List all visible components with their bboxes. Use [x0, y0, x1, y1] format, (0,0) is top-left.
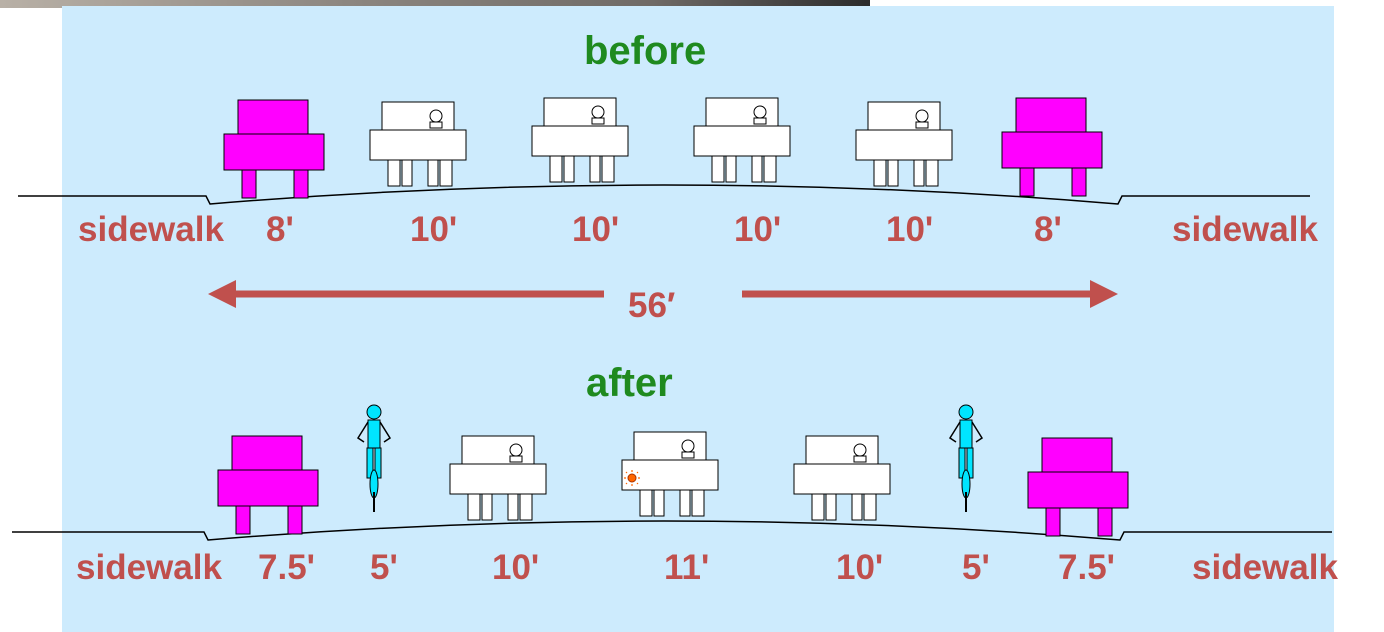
arrow-right-icon [742, 280, 1118, 308]
before-lane-width-label: 10' [572, 210, 620, 249]
car-icon [449, 435, 547, 521]
before-lane-width-label: 8' [266, 210, 294, 249]
after-lane-width-label: 5' [962, 548, 990, 587]
parked-car-icon [217, 435, 319, 535]
before-lane-width-label: 10' [734, 210, 782, 249]
parked-car-icon [1001, 97, 1103, 197]
car-icon [693, 97, 791, 183]
after-lane-width-label: 10' [836, 548, 884, 587]
cyclist-icon [357, 404, 391, 513]
before-road-surface [18, 184, 1310, 205]
after-lane-width-label: 7.5' [1058, 548, 1115, 587]
before-sidewalk-left-label: sidewalk [78, 210, 224, 249]
cyclist-icon [949, 404, 983, 513]
before-lane-width-label: 10' [886, 210, 934, 249]
after-lane-width-label: 10' [492, 548, 540, 587]
total-width-label: 56′ [628, 286, 676, 325]
before-sidewalk-right-label: sidewalk [1172, 210, 1318, 249]
car-icon [621, 431, 719, 517]
after-sidewalk-right-label: sidewalk [1192, 548, 1338, 587]
after-lane-width-label: 11' [664, 548, 710, 587]
after-lane-width-label: 7.5' [258, 548, 315, 587]
after-lane-width-label: 5' [370, 548, 398, 587]
after-sidewalk-left-label: sidewalk [76, 548, 222, 587]
arrow-left-icon [208, 280, 604, 308]
after-heading: after [586, 361, 673, 405]
before-lane-width-label: 8' [1034, 210, 1062, 249]
car-icon [855, 101, 953, 187]
car-icon [793, 435, 891, 521]
car-icon [531, 97, 629, 183]
parked-car-icon [223, 99, 325, 199]
sun-icon [624, 470, 640, 486]
parked-car-icon [1027, 437, 1129, 537]
after-road-surface [12, 520, 1332, 541]
background-photo-strip [0, 0, 870, 8]
car-icon [369, 101, 467, 187]
before-heading: before [584, 29, 707, 73]
before-lane-width-label: 10' [410, 210, 458, 249]
